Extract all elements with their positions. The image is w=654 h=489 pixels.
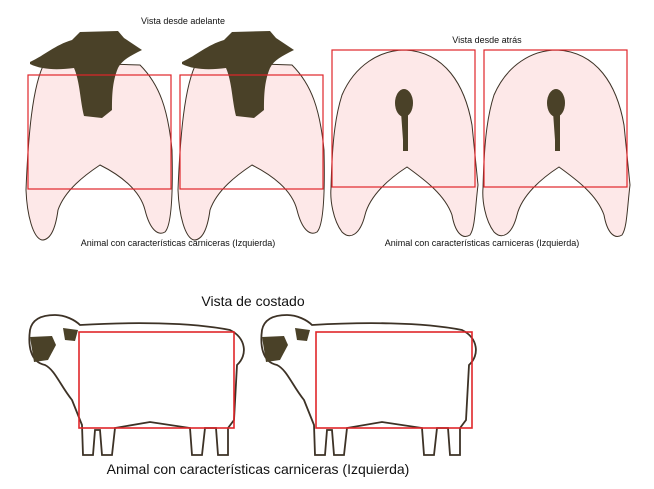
rear-view-left-animal	[330, 49, 479, 238]
rear-view-caption: Animal con características carniceras (I…	[384, 238, 580, 248]
rear-view-title: Vista desde atrás	[452, 35, 522, 45]
front-view-title: Vista desde adelante	[141, 16, 225, 26]
side-view-title: Vista de costado	[201, 293, 305, 309]
front-view-left-animal	[25, 30, 173, 241]
side-view-right-animal	[260, 314, 477, 456]
side-view-caption: Animal con características carniceras (I…	[106, 461, 410, 477]
front-view-caption: Animal con características carniceras (I…	[80, 238, 276, 248]
front-view-right-animal	[177, 30, 325, 241]
side-view-left-animal	[28, 314, 245, 456]
rear-view-right-animal	[482, 49, 631, 238]
